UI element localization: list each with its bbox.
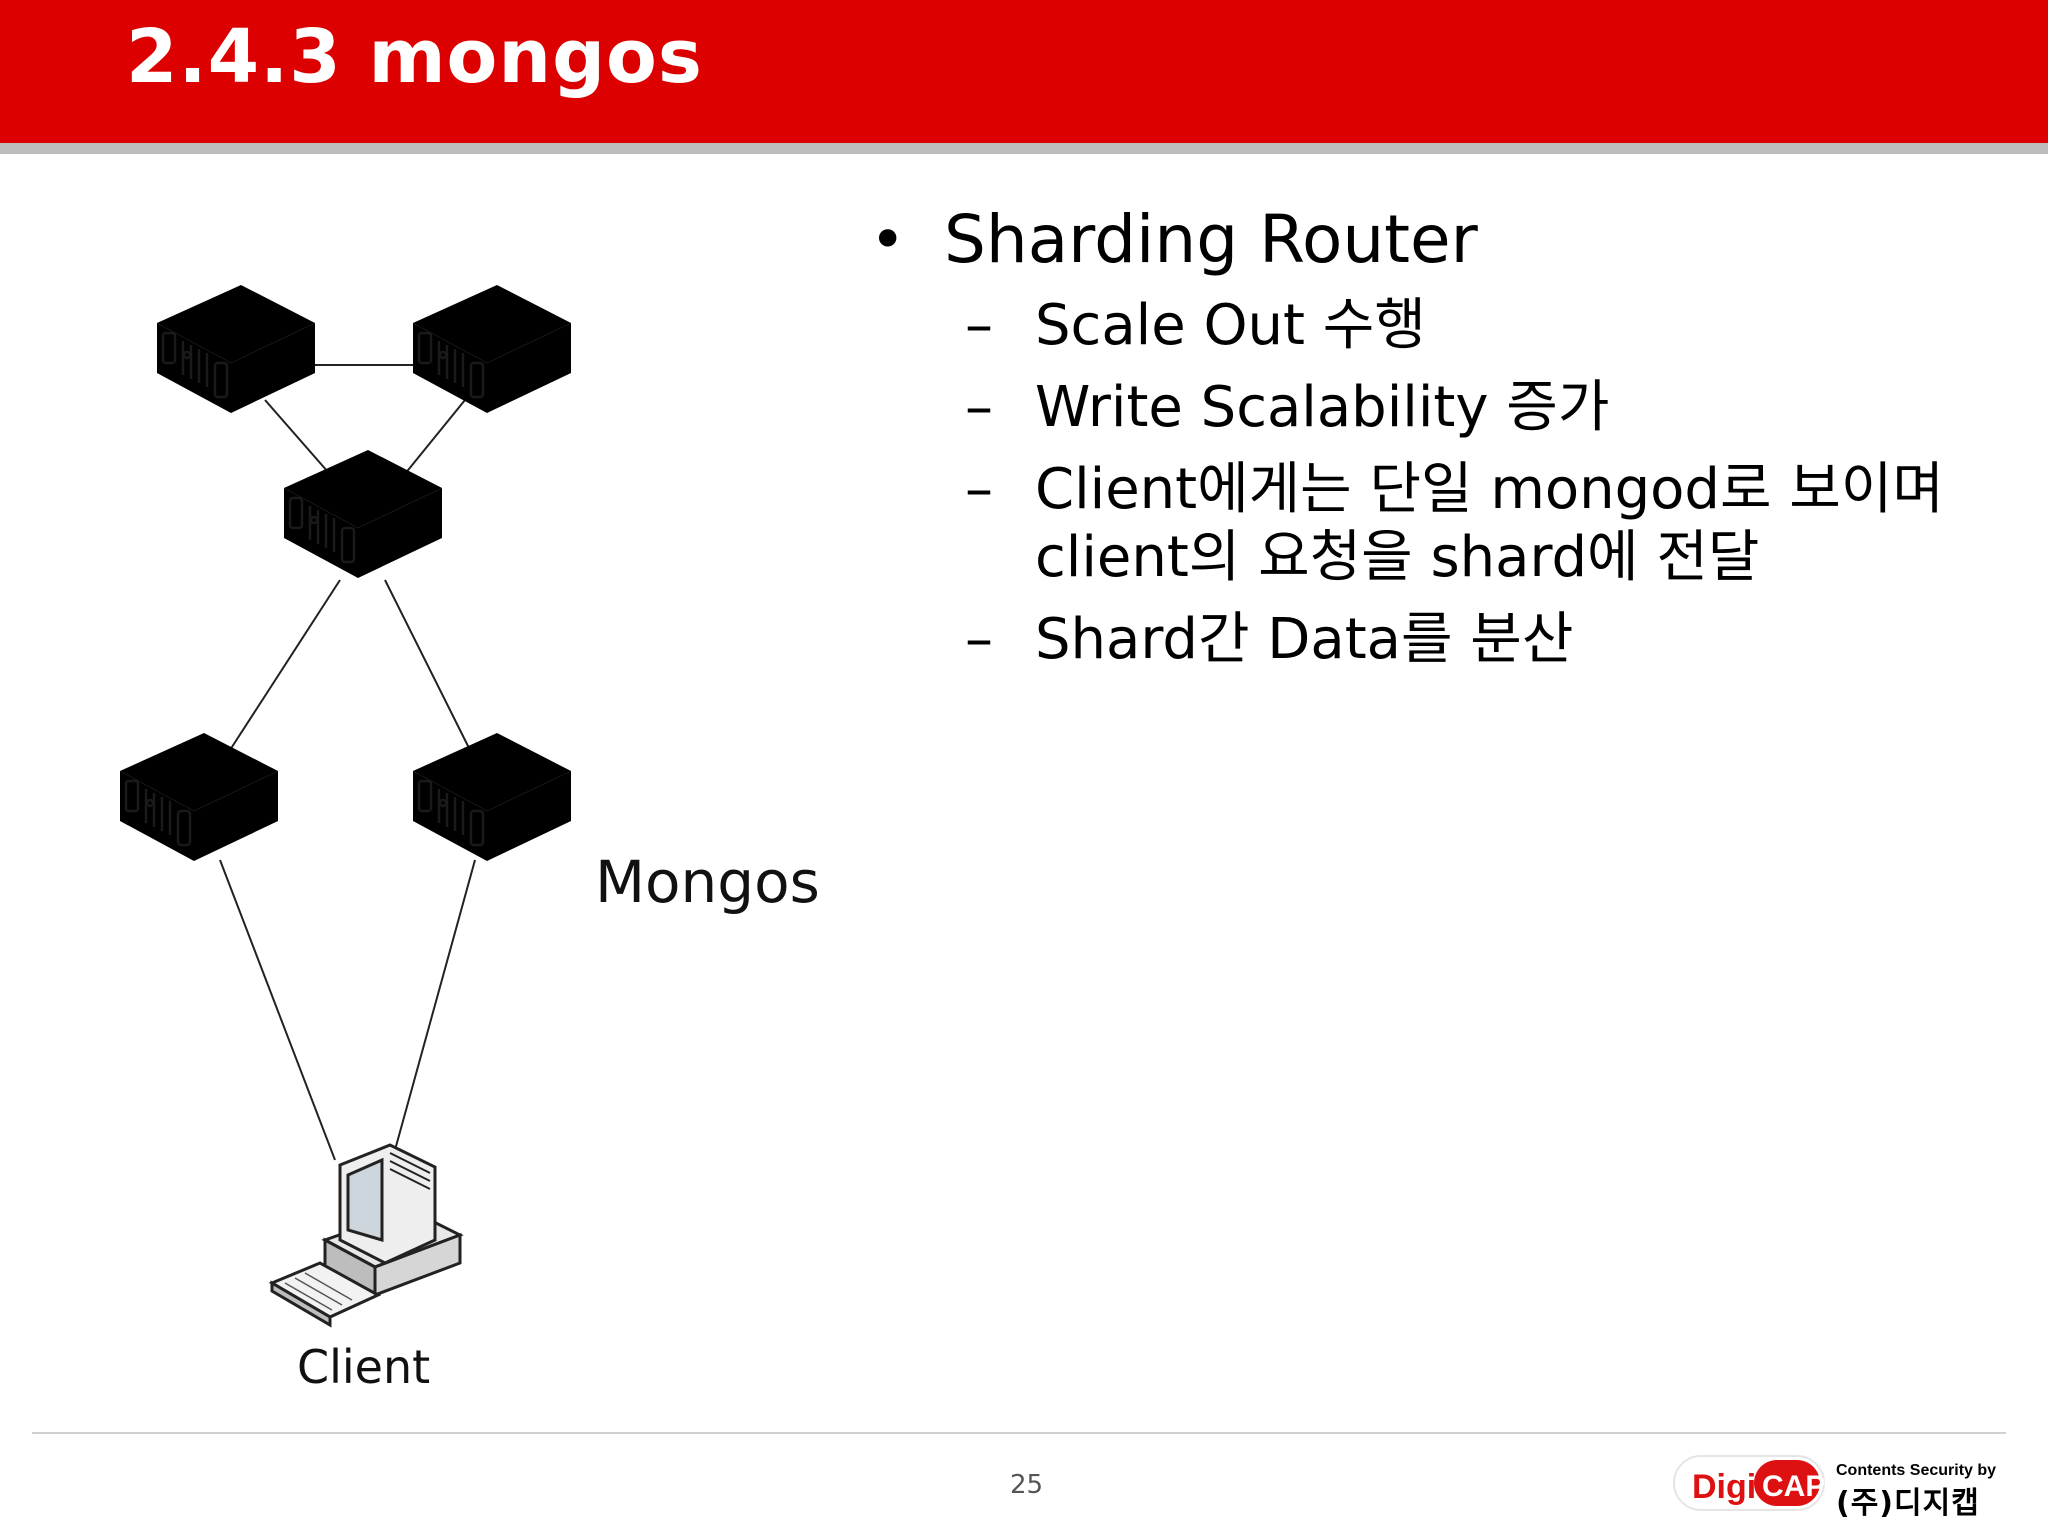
company-name: (주)디지캡 <box>1836 1486 1980 1521</box>
server-green-icon <box>118 731 280 863</box>
sub-bullet-text: Client에게는 단일 mongod로 보이며 client의 요청을 sha… <box>1035 457 1944 590</box>
sub-bullet: – Write Scalability 증가 <box>860 374 2000 442</box>
dash-marker: – <box>965 457 993 522</box>
sub-bullet: – Shard간 Data를 분산 <box>860 606 2000 674</box>
dash-marker: – <box>965 375 993 440</box>
title-bar-shadow <box>0 143 2048 154</box>
sub-bullet: – Client에게는 단일 mongod로 보이며 client의 요청을 s… <box>860 456 2000 592</box>
bullet-main: • Sharding Router <box>860 200 2000 280</box>
logo-tagline: Contents Security by <box>1836 1462 1997 1479</box>
sub-bullet-text: Shard간 Data를 분산 <box>1035 607 1574 672</box>
dash-marker: – <box>965 293 993 358</box>
sub-bullet-text: Scale Out 수행 <box>1035 293 1426 358</box>
digicap-logo: Digi CAP <box>1673 1455 1825 1511</box>
svg-text:CAP: CAP <box>1762 1470 1825 1503</box>
bullet-main-text: Sharding Router <box>944 201 1478 278</box>
server-gray-icon <box>282 448 444 580</box>
footer-divider <box>32 1432 2006 1434</box>
bullet-list: • Sharding Router – Scale Out 수행 – Write… <box>860 200 2000 674</box>
client-label: Client <box>297 1340 431 1394</box>
mongos-label: Mongos <box>595 848 820 916</box>
sub-bullet-text: Write Scalability 증가 <box>1035 375 1610 440</box>
svg-text:Digi: Digi <box>1692 1468 1756 1506</box>
sub-bullet: – Scale Out 수행 <box>860 292 2000 360</box>
server-gray-icon <box>411 283 573 415</box>
title-bar <box>0 0 2048 143</box>
server-green-icon <box>411 731 573 863</box>
slide-title: 2.4.3 mongos <box>126 14 703 100</box>
dash-marker: – <box>965 607 993 672</box>
computer-icon <box>268 1143 464 1328</box>
page-number: 25 <box>1010 1470 1044 1500</box>
connection-lines <box>219 364 476 1161</box>
server-red-icon: .r .s-top{fill:#f03a3a}.r .s-front{fill:… <box>155 283 317 415</box>
bullet-dot: • <box>870 205 906 275</box>
